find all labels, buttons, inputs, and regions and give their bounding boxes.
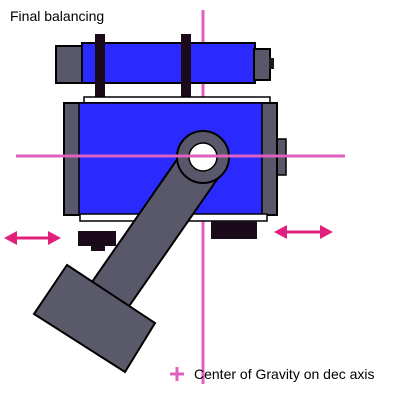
dark-block-right xyxy=(211,221,257,239)
left-balance-arrow xyxy=(4,231,61,245)
telescope-tube xyxy=(55,42,274,84)
dark-block-left xyxy=(78,231,116,246)
mounting-ring-right xyxy=(181,34,191,100)
telescope-body xyxy=(81,42,256,84)
diagram-title: Final balancing xyxy=(10,8,104,24)
telescope-focuser xyxy=(269,58,274,69)
legend-label: Center of Gravity on dec axis xyxy=(194,366,375,382)
right-balance-arrow xyxy=(274,225,333,239)
counterweight xyxy=(32,263,157,374)
plus-crosshair-icon xyxy=(170,367,184,381)
mounting-ring-left xyxy=(95,34,105,100)
telescope-front-cap xyxy=(253,48,271,81)
telescope-back-cap xyxy=(55,45,85,84)
legend: Center of Gravity on dec axis xyxy=(170,366,375,382)
mount-head-blue-panel xyxy=(78,102,263,216)
dark-block-left-stub xyxy=(91,246,105,251)
